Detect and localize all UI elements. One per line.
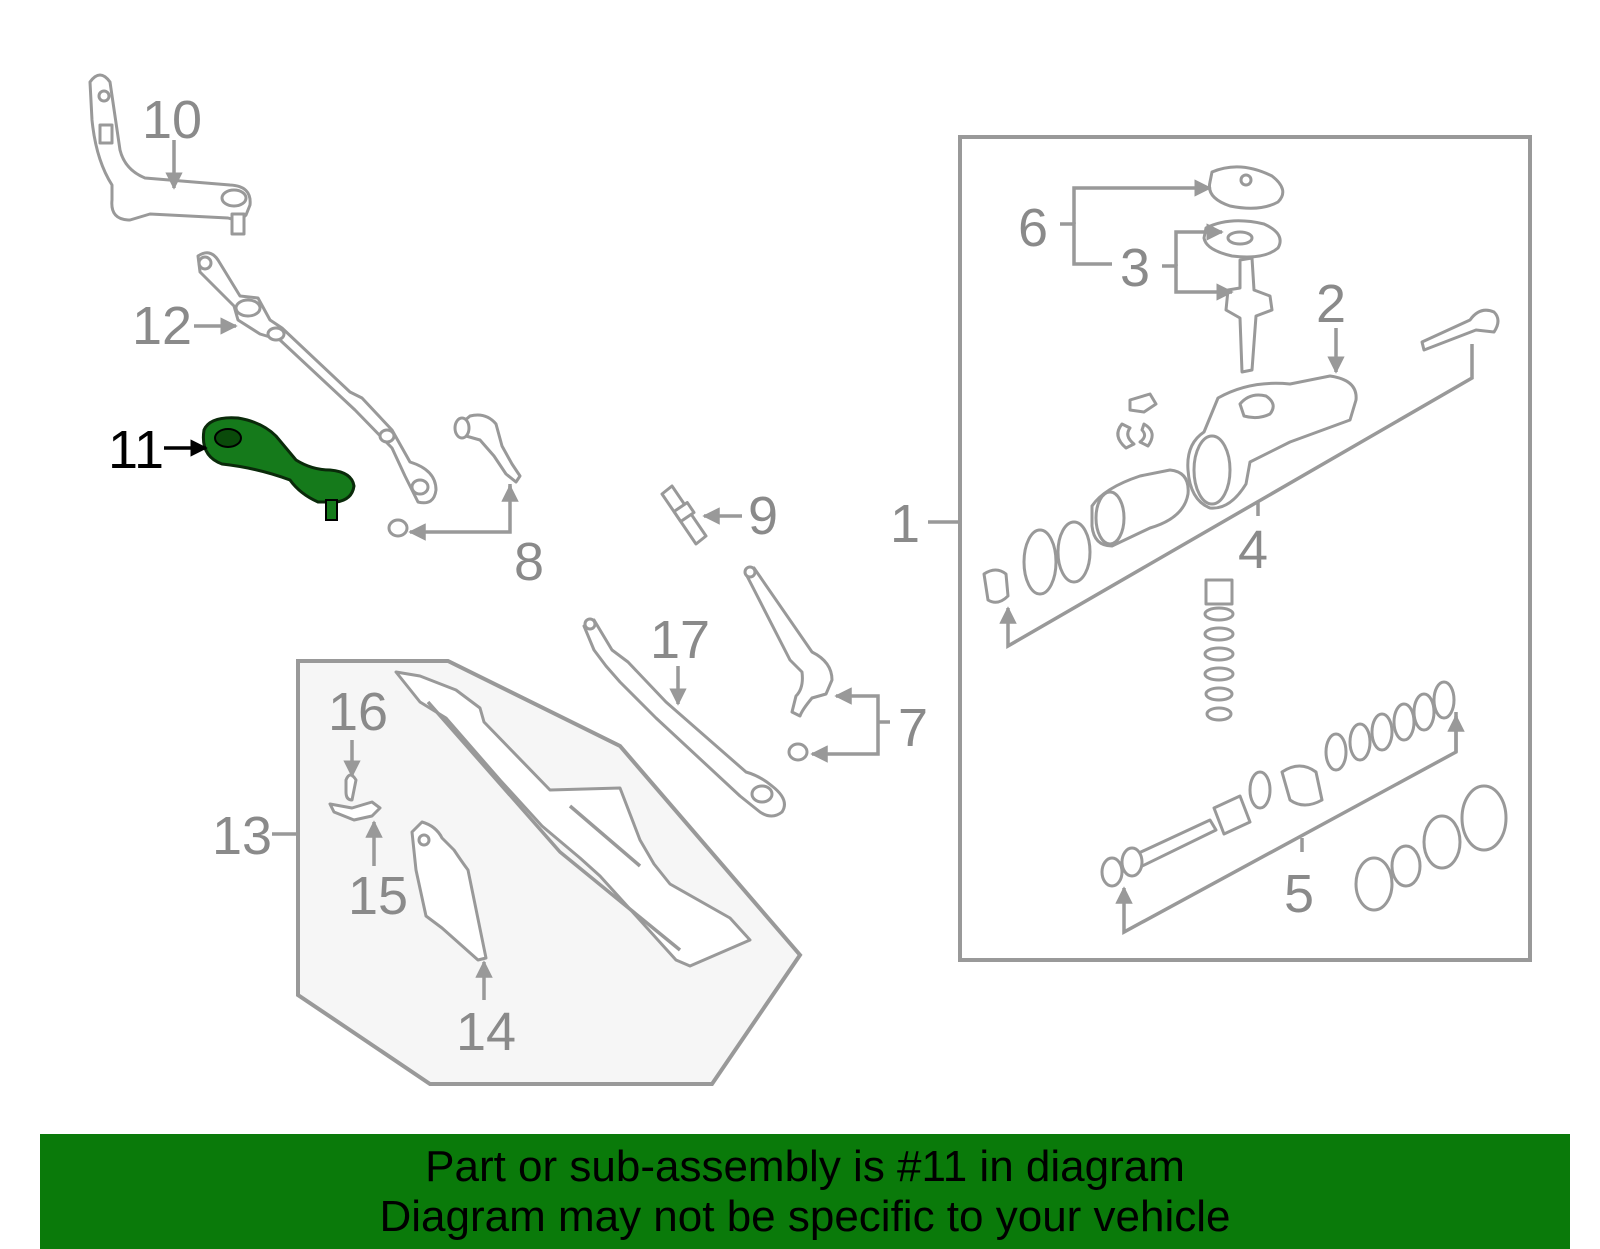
leader-4 — [999, 344, 1474, 650]
part-5-rings[interactable] — [1248, 680, 1456, 810]
part-2-bolt[interactable] — [1420, 308, 1500, 352]
gear-assembly-box — [958, 135, 1532, 962]
part-3-sector-shaft[interactable] — [1224, 256, 1274, 374]
part-15-bolt[interactable] — [328, 800, 382, 822]
callout-14: 14 — [456, 1002, 516, 1062]
callout-2: 2 — [1316, 274, 1346, 334]
leader-3 — [1174, 223, 1224, 266]
callout-16: 16 — [328, 682, 388, 742]
callout-10: 10 — [142, 90, 202, 150]
part-17-steering-damper[interactable] — [582, 617, 786, 818]
part-5-seals[interactable] — [1354, 784, 1508, 912]
callout-7: 7 — [898, 698, 928, 758]
callout-5: 5 — [1284, 864, 1314, 924]
leader-3b — [1162, 264, 1234, 301]
part-13-frame-bracket[interactable] — [394, 670, 752, 968]
part-14-plate[interactable] — [410, 820, 488, 962]
part-9-adjuster-sleeve[interactable] — [660, 484, 708, 546]
banner-line-2: Diagram may not be specific to your vehi… — [379, 1192, 1231, 1241]
part-5-shaft[interactable] — [1100, 794, 1252, 888]
part-4-stack[interactable] — [1203, 578, 1235, 722]
part-8-tie-rod-end[interactable] — [387, 413, 522, 538]
bracket-assembly-panel — [296, 659, 803, 1086]
part-4-seal-rings[interactable] — [982, 520, 1092, 604]
callout-12: 12 — [132, 296, 192, 356]
callout-13: 13 — [212, 806, 272, 866]
part-11-idler-arm[interactable] — [201, 416, 356, 521]
part-2-housing[interactable] — [1186, 374, 1358, 510]
callout-1: 1 — [890, 494, 920, 554]
part-4-piston[interactable] — [1090, 468, 1190, 548]
callout-3: 3 — [1120, 238, 1150, 298]
part-12-center-link[interactable] — [196, 251, 438, 505]
callout-15: 15 — [348, 866, 408, 926]
banner-line-1: Part or sub-assembly is #11 in diagram — [425, 1142, 1185, 1191]
callout-17: 17 — [650, 610, 710, 670]
part-7-tie-rod[interactable] — [743, 565, 834, 762]
part-10-pitman-arm[interactable] — [88, 73, 252, 236]
callout-11: 11 — [108, 420, 164, 480]
callout-8: 8 — [514, 532, 544, 592]
leader-6b — [1060, 222, 1112, 266]
leader-7 — [834, 687, 880, 722]
part-6-cover[interactable] — [1207, 165, 1285, 210]
part-4-clips[interactable] — [1116, 392, 1158, 450]
leader-7b — [810, 722, 880, 763]
part-3-gasket[interactable] — [1202, 219, 1282, 259]
callout-6: 6 — [1018, 198, 1048, 258]
callout-9: 9 — [748, 486, 778, 546]
callout-4: 4 — [1238, 520, 1268, 580]
leader-6 — [1072, 179, 1212, 224]
info-banner: Part or sub-assembly is #11 in diagram D… — [40, 1134, 1570, 1249]
